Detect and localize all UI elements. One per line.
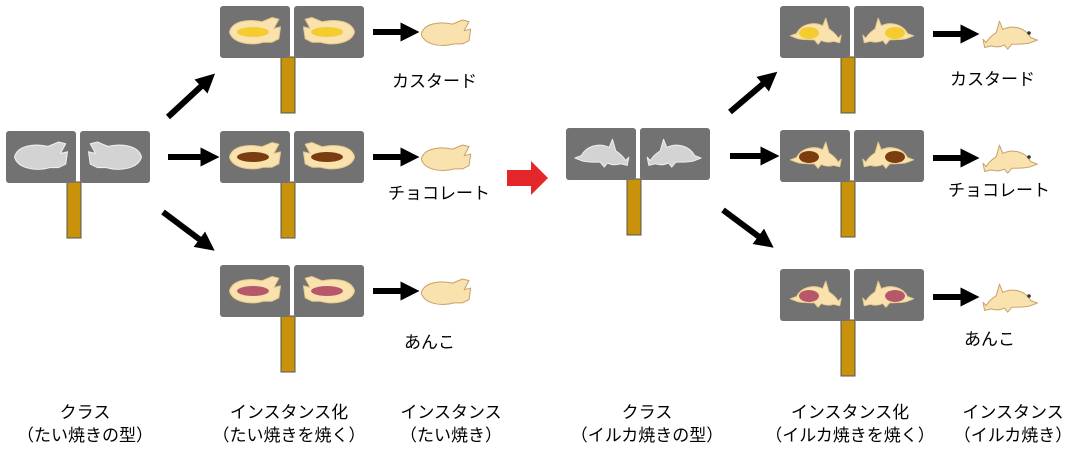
right-anko-filling-2 (885, 290, 905, 302)
left-class-mold (6, 131, 150, 239)
right-dolphin-chocolate-eye (1027, 155, 1031, 159)
right-caption-instance-sub: （イルカ焼き） (954, 426, 1073, 446)
right-anko-mold (780, 269, 924, 377)
right-dolphin-anko (982, 283, 1038, 313)
right-custard-filling-2 (885, 27, 905, 39)
right-custard-mold (780, 6, 924, 114)
left-custard-filling-2 (311, 27, 343, 37)
right-flavor-chocolate: チョコレート (948, 181, 1050, 201)
right-caption-instantiate-sub: （イルカ焼きを焼く） (765, 426, 935, 446)
left-anko-filling-2 (311, 286, 343, 296)
left-class-handle (66, 181, 82, 239)
left-caption-instance: インスタンス (400, 403, 501, 423)
right-custard-handle (840, 56, 856, 114)
right-custard-filling-1 (799, 27, 819, 39)
left-taiyaki-chocolate (420, 144, 472, 172)
right-dolphin-chocolate (982, 144, 1038, 174)
left-caption-instance-sub: （たい焼き） (400, 426, 502, 446)
left-flavor-chocolate: チョコレート (388, 184, 490, 204)
left-anko-handle (280, 315, 296, 373)
right-chocolate-filling-1 (799, 151, 819, 163)
right-dolphin-custard (982, 20, 1038, 50)
right-arrow-anko (721, 207, 774, 248)
left-arrow-anko (161, 209, 215, 251)
right-caption-instance: インスタンス (962, 403, 1063, 423)
left-flavor-anko: あんこ (404, 333, 455, 353)
left-custard-filling-1 (237, 27, 269, 37)
right-caption-instantiate: インスタンス化 (791, 403, 909, 423)
left-flavor-custard: カスタード (392, 72, 477, 92)
right-class-handle (626, 178, 642, 236)
right-chocolate-handle (840, 180, 856, 238)
right-dolphin-anko-eye (1027, 294, 1031, 298)
right-flavor-anko: あんこ (964, 330, 1015, 350)
left-custard-mold (220, 6, 364, 114)
right-anko-filling-1 (799, 290, 819, 302)
left-caption-instantiate: インスタンス化 (230, 403, 348, 423)
right-flavor-custard: カスタード (950, 70, 1035, 90)
left-caption-class: クラス (60, 403, 111, 423)
left-taiyaki-custard (420, 19, 472, 47)
left-anko-filling-1 (237, 286, 269, 296)
right-anko-handle (840, 319, 856, 377)
right-dolphin-custard-eye (1027, 31, 1031, 35)
left-custard-handle (280, 56, 296, 114)
left-caption-class-sub: （たい焼きの型） (17, 426, 153, 446)
right-class-mold (566, 128, 710, 236)
right-caption-class-sub: （イルカ焼きの型） (571, 426, 724, 446)
left-anko-mold (220, 265, 364, 373)
right-chocolate-mold (780, 130, 924, 238)
right-arrow-custard (728, 71, 778, 115)
right-caption-class: クラス (622, 403, 673, 423)
left-chocolate-filling-2 (311, 152, 343, 162)
left-chocolate-mold (220, 131, 364, 239)
left-taiyaki-anko (420, 278, 472, 306)
right-chocolate-filling-2 (885, 151, 905, 163)
transition-arrow (507, 161, 548, 195)
left-caption-instantiate-sub: （たい焼きを焼く） (213, 426, 366, 446)
left-chocolate-filling-1 (237, 152, 269, 162)
left-chocolate-handle (280, 181, 296, 239)
left-arrow-custard (165, 73, 216, 120)
